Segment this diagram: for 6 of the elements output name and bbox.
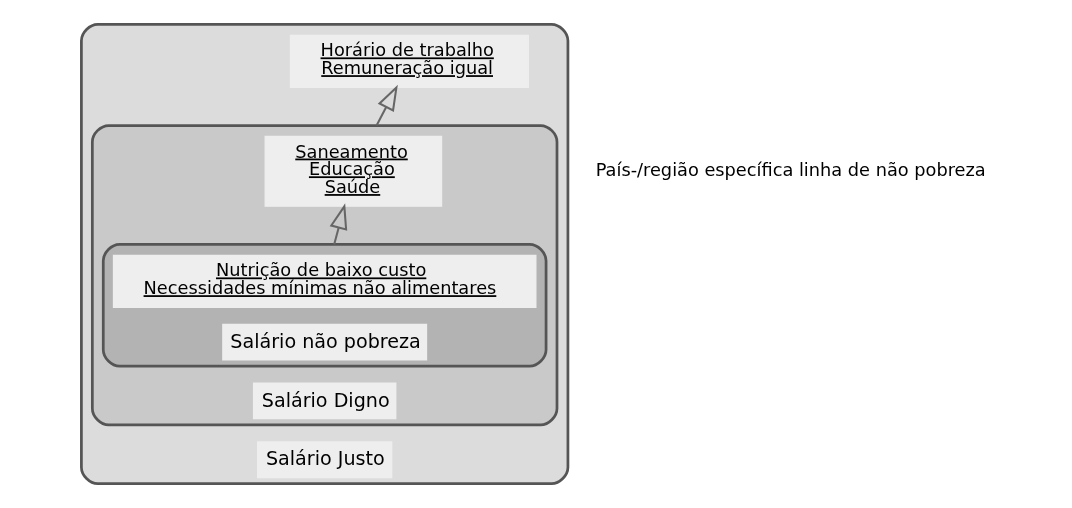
arrow — [329, 203, 347, 245]
node-box: Horário de trabalho Remuneração igual — [289, 34, 529, 88]
node-box: Saneamento Educação Saúde — [264, 135, 442, 207]
arrow — [375, 84, 398, 126]
node-box: Nutrição de baixo custo Necessidades mínimas não alimentares — [112, 254, 536, 308]
label: País-/região específica linha de não pobreza — [595, 159, 986, 180]
